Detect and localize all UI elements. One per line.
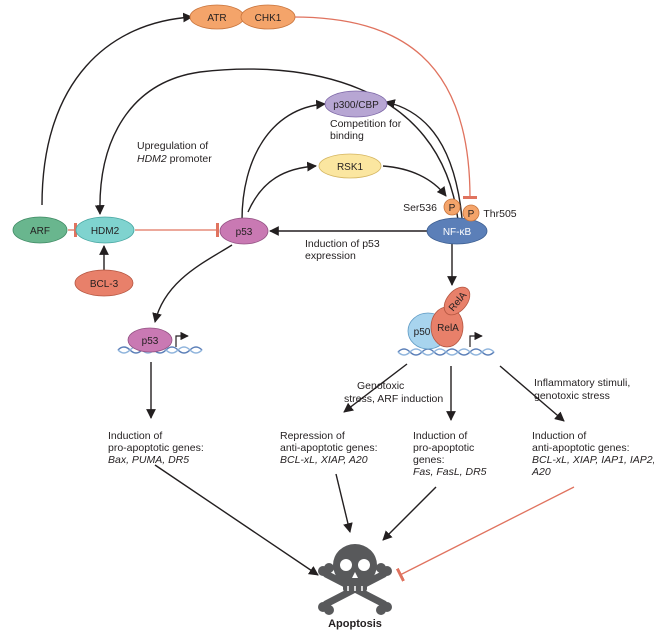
competition-label: Competition for binding bbox=[330, 118, 402, 142]
svg-text:Induction of p53: Induction of p53 bbox=[305, 238, 380, 250]
dna-strand-right bbox=[397, 348, 495, 356]
inflammatory-label: Inflammatory stimuli, genotoxic stress bbox=[534, 377, 630, 402]
svg-text:anti-apoptotic genes:: anti-apoptotic genes: bbox=[280, 442, 377, 454]
arrow-rsk1-to-ser536 bbox=[382, 165, 447, 197]
svg-text:stress, ARF induction: stress, ARF induction bbox=[344, 393, 443, 405]
svg-text:CHK1: CHK1 bbox=[255, 13, 282, 24]
transcription-start-icon bbox=[175, 331, 189, 347]
svg-text:pro-apoptotic genes:: pro-apoptotic genes: bbox=[108, 442, 204, 454]
svg-text:P: P bbox=[449, 203, 456, 214]
arf-node: ARF bbox=[12, 216, 68, 244]
nfkb-node: NF-κB bbox=[426, 217, 488, 245]
transcription-start-icon-right bbox=[469, 331, 483, 347]
skull-crossbones-icon bbox=[318, 544, 392, 615]
svg-text:BCL-xL, XIAP, IAP1, IAP2,: BCL-xL, XIAP, IAP1, IAP2, bbox=[532, 454, 654, 466]
arrow-dna-to-repression bbox=[343, 363, 408, 413]
svg-text:Inflammatory stimuli,: Inflammatory stimuli, bbox=[534, 377, 630, 389]
svg-text:genes:: genes: bbox=[413, 454, 445, 466]
nfkb-proapoptotic-genes-text: Induction of pro-apoptotic genes: Fas, F… bbox=[413, 430, 487, 478]
p300-cbp-node: p300/CBP bbox=[324, 90, 388, 118]
thr505-label: Thr505 bbox=[483, 208, 516, 220]
svg-text:genotoxic stress: genotoxic stress bbox=[534, 390, 610, 402]
svg-text:anti-apoptotic genes:: anti-apoptotic genes: bbox=[532, 442, 629, 454]
antiapoptotic-genes-text: Induction of anti-apoptotic genes: BCL-x… bbox=[531, 430, 654, 478]
svg-text:Repression of: Repression of bbox=[280, 430, 345, 442]
rela-top-subunit: RelA bbox=[443, 286, 471, 316]
svg-text:Induction of: Induction of bbox=[532, 430, 586, 442]
phospho-thr505-badge: P bbox=[462, 204, 480, 222]
svg-text:Induction of: Induction of bbox=[413, 430, 467, 442]
svg-text:BCL-xL, XIAP, A20: BCL-xL, XIAP, A20 bbox=[280, 454, 368, 466]
svg-text:Fas, FasL, DR5: Fas, FasL, DR5 bbox=[413, 466, 487, 478]
svg-text:Induction of: Induction of bbox=[108, 430, 162, 442]
svg-text:NF-κB: NF-κB bbox=[443, 227, 472, 238]
svg-text:BCL-3: BCL-3 bbox=[90, 279, 119, 290]
repression-antiapoptotic-text: Repression of anti-apoptotic genes: BCL-… bbox=[280, 430, 377, 466]
rsk1-node: RSK1 bbox=[318, 153, 382, 179]
arrow-p53-to-dna bbox=[152, 244, 233, 323]
arrow-arf-to-atr bbox=[41, 12, 193, 206]
inhibit-chk1-thr505 bbox=[292, 16, 478, 200]
apoptosis-label: Apoptosis bbox=[328, 618, 382, 630]
svg-text:A20: A20 bbox=[531, 466, 551, 478]
arrow-nfkb-to-p300 bbox=[385, 99, 463, 219]
arrow-fas-to-apoptosis bbox=[382, 486, 437, 541]
genotoxic-label: Genotoxic stress, ARF induction bbox=[344, 380, 443, 405]
phospho-ser536-badge: P bbox=[443, 198, 461, 216]
nfkb-dimer-dna-complex: p50 RelA RelA bbox=[397, 286, 495, 356]
chk1-node: CHK1 bbox=[240, 4, 296, 30]
svg-text:HDM2: HDM2 bbox=[91, 226, 120, 237]
svg-text:P: P bbox=[468, 209, 475, 220]
svg-text:pro-apoptotic: pro-apoptotic bbox=[413, 442, 474, 454]
svg-text:RSK1: RSK1 bbox=[337, 162, 364, 173]
svg-text:p300/CBP: p300/CBP bbox=[333, 100, 379, 111]
svg-text:binding: binding bbox=[330, 130, 364, 142]
arrow-p53-to-p300 bbox=[241, 99, 326, 221]
svg-text:p53: p53 bbox=[236, 227, 253, 238]
svg-text:Upregulation of: Upregulation of bbox=[137, 140, 208, 152]
arrow-bax-to-apoptosis bbox=[154, 464, 319, 576]
svg-text:p53: p53 bbox=[142, 336, 159, 347]
svg-text:ATR: ATR bbox=[207, 13, 226, 24]
svg-text:ARF: ARF bbox=[30, 226, 50, 237]
svg-text:Bax, PUMA, DR5: Bax, PUMA, DR5 bbox=[108, 454, 189, 466]
atr-node: ATR bbox=[189, 4, 245, 30]
p53-node: p53 bbox=[219, 217, 269, 245]
svg-text:p50: p50 bbox=[414, 327, 431, 338]
hdm2-node: HDM2 bbox=[75, 216, 135, 244]
p53-proapoptotic-genes-text: Induction of pro-apoptotic genes: Bax, P… bbox=[108, 430, 204, 466]
arrow-nfkb-to-hdm2 bbox=[94, 68, 459, 221]
svg-text:Competition for: Competition for bbox=[330, 118, 402, 130]
svg-text:RelA: RelA bbox=[437, 323, 459, 334]
svg-text:HDM2 promoter: HDM2 promoter bbox=[137, 153, 212, 165]
ser536-label: Ser536 bbox=[403, 202, 437, 214]
svg-text:expression: expression bbox=[305, 250, 356, 262]
arrow-dna-to-antiapoptotic bbox=[499, 365, 565, 422]
bcl3-node: BCL-3 bbox=[74, 269, 134, 297]
svg-text:Genotoxic: Genotoxic bbox=[357, 380, 404, 392]
arrow-p53-to-rsk1 bbox=[247, 161, 317, 213]
arrow-repression-to-apoptosis bbox=[335, 473, 353, 533]
upregulation-label: Upregulation of HDM2 promoter bbox=[137, 140, 212, 165]
induction-p53-label: Induction of p53 expression bbox=[305, 238, 380, 262]
p53-dna-complex: p53 bbox=[117, 327, 203, 354]
inhibit-anti-to-apoptosis bbox=[395, 486, 575, 582]
